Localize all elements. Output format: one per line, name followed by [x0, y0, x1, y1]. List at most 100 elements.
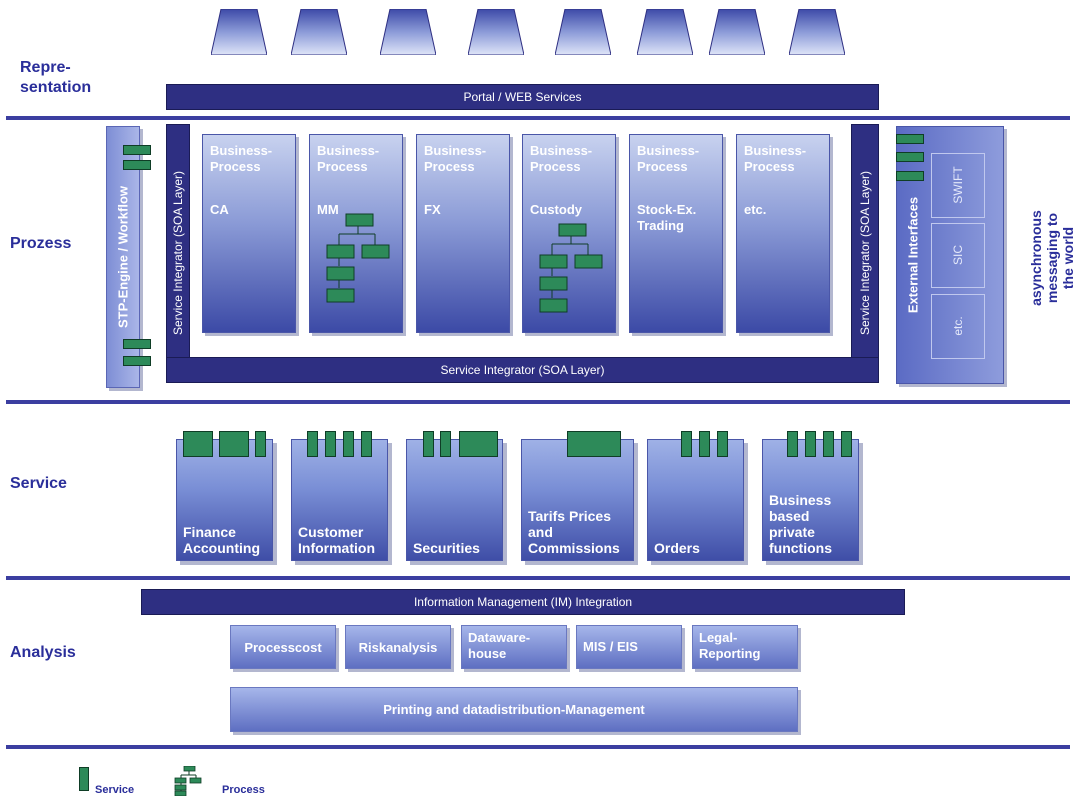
service-integrator-left-label: Service Integrator (SOA Layer) — [171, 170, 185, 336]
printing-management: Printing and datadistribution-Management — [230, 687, 798, 732]
analysis-label: Legal- Reporting — [699, 630, 761, 661]
external-interface-sic: SIC — [931, 223, 985, 288]
service-integrator-bottom: Service Integrator (SOA Layer) — [166, 357, 879, 383]
screen-icon — [380, 9, 436, 55]
service-integrator-right: Service Integrator (SOA Layer) — [851, 124, 879, 383]
service-label: Orders — [654, 540, 700, 556]
business-process-name: etc. — [744, 202, 767, 217]
service-block-icon — [343, 431, 354, 457]
portal-label: Portal / WEB Services — [463, 90, 582, 104]
service-connector-icon — [123, 356, 151, 366]
business-process-name: FX — [424, 202, 441, 217]
service-block-icon — [681, 431, 692, 457]
service-block-icon — [423, 431, 434, 457]
service-tarifs-prices-commissions: Tarifs Prices and Commissions — [521, 439, 634, 561]
business-process-title: Business- Process — [424, 143, 487, 174]
business-process-ca: Business- Process CA — [202, 134, 296, 333]
service-block-icon — [440, 431, 451, 457]
analysis-label: MIS / EIS — [583, 639, 638, 654]
im-integration-bar: Information Management (IM) Integration — [141, 589, 905, 615]
separator-line — [6, 745, 1070, 749]
external-interfaces-label: External Interfaces — [905, 196, 921, 314]
service-label: Customer Information — [298, 524, 375, 556]
analysis-riskanalysis: Riskanalysis — [345, 625, 451, 669]
service-business-private-functions: Business based private functions — [762, 439, 859, 561]
business-process-title: Business- Process — [317, 143, 380, 174]
external-interface-label: SIC — [951, 244, 965, 266]
service-connector-icon — [123, 145, 151, 155]
screen-icon — [789, 9, 845, 55]
analysis-label: Riskanalysis — [358, 639, 438, 655]
business-process-title: Business- Process — [530, 143, 593, 174]
service-block-icon — [841, 431, 852, 457]
service-block-icon — [823, 431, 834, 457]
service-block-icon — [787, 431, 798, 457]
service-block-icon — [459, 431, 498, 457]
screen-icon — [291, 9, 347, 55]
service-connector-icon — [896, 152, 924, 162]
service-orders: Orders — [647, 439, 744, 561]
business-process-name: Stock-Ex. Trading — [637, 202, 697, 233]
layer-label-process: Prozess — [10, 235, 72, 252]
service-label: Finance Accounting — [183, 524, 260, 556]
service-block-icon — [805, 431, 816, 457]
process-tree-icon — [539, 223, 603, 313]
legend-service-icon — [79, 767, 89, 791]
business-process-fx: Business- Process FX — [416, 134, 510, 333]
analysis-label: Processcost — [244, 639, 322, 655]
screen-icon — [468, 9, 524, 55]
screen-icon — [709, 9, 765, 55]
legend-process-label: Process — [222, 784, 265, 796]
screen-icon — [637, 9, 693, 55]
service-block-icon — [183, 431, 213, 457]
service-integrator-left: Service Integrator (SOA Layer) — [166, 124, 190, 383]
separator-line — [6, 116, 1070, 120]
business-process-title: Business- Process — [744, 143, 807, 174]
service-connector-icon — [123, 160, 151, 170]
service-block-icon — [717, 431, 728, 457]
separator-line — [6, 576, 1070, 580]
external-interface-etc: etc. — [931, 294, 985, 359]
analysis-legal-reporting: Legal- Reporting — [692, 625, 798, 669]
business-process-name: Custody — [530, 202, 582, 217]
service-connector-icon — [123, 339, 151, 349]
service-label: Tarifs Prices and Commissions — [528, 508, 620, 556]
external-interface-swift: SWIFT — [931, 153, 985, 218]
analysis-label: Dataware- house — [468, 630, 531, 661]
im-integration-label: Information Management (IM) Integration — [413, 595, 633, 609]
business-process-title: Business- Process — [637, 143, 700, 174]
service-block-icon — [325, 431, 336, 457]
async-messaging-label: asynchronous messaging to the world — [1028, 210, 1073, 306]
service-integrator-bottom-label: Service Integrator (SOA Layer) — [440, 363, 605, 377]
service-securities: Securities — [406, 439, 503, 561]
screen-icon — [555, 9, 611, 55]
service-block-icon — [219, 431, 249, 457]
business-process-stock-ex-trading: Business- Process Stock-Ex. Trading — [629, 134, 723, 333]
service-block-icon — [361, 431, 372, 457]
service-block-icon — [699, 431, 710, 457]
printing-label: Printing and datadistribution-Management — [383, 702, 645, 717]
service-label: Securities — [413, 540, 480, 556]
stp-engine-label: STP-Engine / Workflow — [115, 185, 131, 329]
layer-label-service: Service — [10, 475, 67, 492]
external-interface-label: etc. — [951, 316, 965, 336]
business-process-etc: Business- Process etc. — [736, 134, 830, 333]
service-customer-information: Customer Information — [291, 439, 388, 561]
business-process-title: Business- Process — [210, 143, 273, 174]
business-process-name: MM — [317, 202, 339, 217]
service-finance-accounting: Finance Accounting — [176, 439, 273, 561]
service-block-icon — [567, 431, 621, 457]
legend-service-label: Service — [95, 784, 135, 796]
external-interface-label: SWIFT — [951, 166, 965, 204]
separator-line — [6, 400, 1070, 404]
layer-label-representation: Repre- sentation — [20, 59, 92, 96]
service-label: Business based private functions — [769, 492, 832, 556]
service-block-icon — [307, 431, 318, 457]
service-connector-icon — [896, 171, 924, 181]
analysis-datawarehouse: Dataware- house — [461, 625, 567, 669]
service-integrator-right-label: Service Integrator (SOA Layer) — [858, 170, 872, 336]
analysis-processcost: Processcost — [230, 625, 336, 669]
service-block-icon — [255, 431, 266, 457]
business-process-name: CA — [210, 202, 229, 217]
layer-label-analysis: Analysis — [10, 644, 76, 661]
